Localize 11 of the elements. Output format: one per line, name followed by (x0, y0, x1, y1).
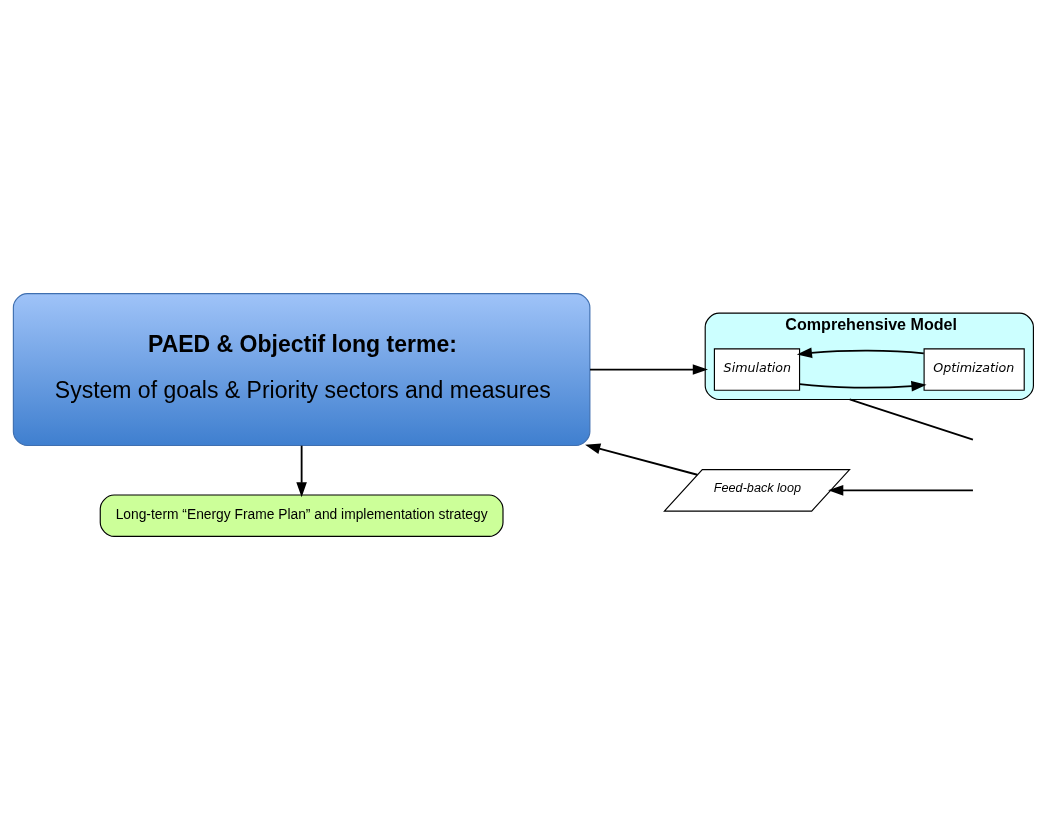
arrow (589, 363, 708, 375)
node-box: Simulation (713, 347, 801, 391)
connector (848, 398, 974, 441)
node-box: Optimization (923, 347, 1025, 391)
arrow (585, 443, 699, 476)
node-box: Long-term “Energy Frame Plan” and implementation strategy (99, 493, 504, 537)
node-box: PAED & Objectif long terme: System of goals & Priority sectors and measures (12, 292, 591, 446)
arrow (796, 347, 925, 358)
arrow (798, 380, 927, 391)
arrow (828, 484, 974, 496)
arrow (296, 444, 307, 497)
